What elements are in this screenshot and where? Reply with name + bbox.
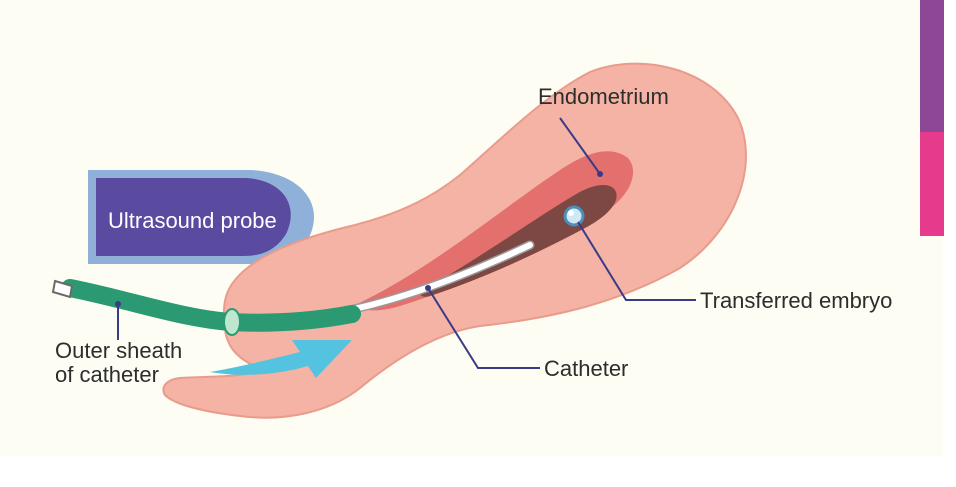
side-bar-purple [920,0,944,132]
label-outer-sheath-line1: Outer sheath [55,338,182,363]
page-bottom-strip [0,456,956,482]
label-catheter: Catheter [544,356,628,381]
leader-outer-sheath-dot [115,301,121,307]
side-bar-pink [920,132,944,236]
label-ultrasound-probe: Ultrasound probe [108,208,277,233]
leader-endometrium-dot [597,171,603,177]
label-outer-sheath-line2: of catheter [55,362,159,387]
label-endometrium: Endometrium [538,84,669,109]
label-transferred-embryo: Transferred embryo [700,288,892,313]
leader-catheter-dot [425,285,431,291]
sheath-collar [224,309,240,335]
embryo-inner [568,210,574,216]
embryo-icon [565,207,583,225]
